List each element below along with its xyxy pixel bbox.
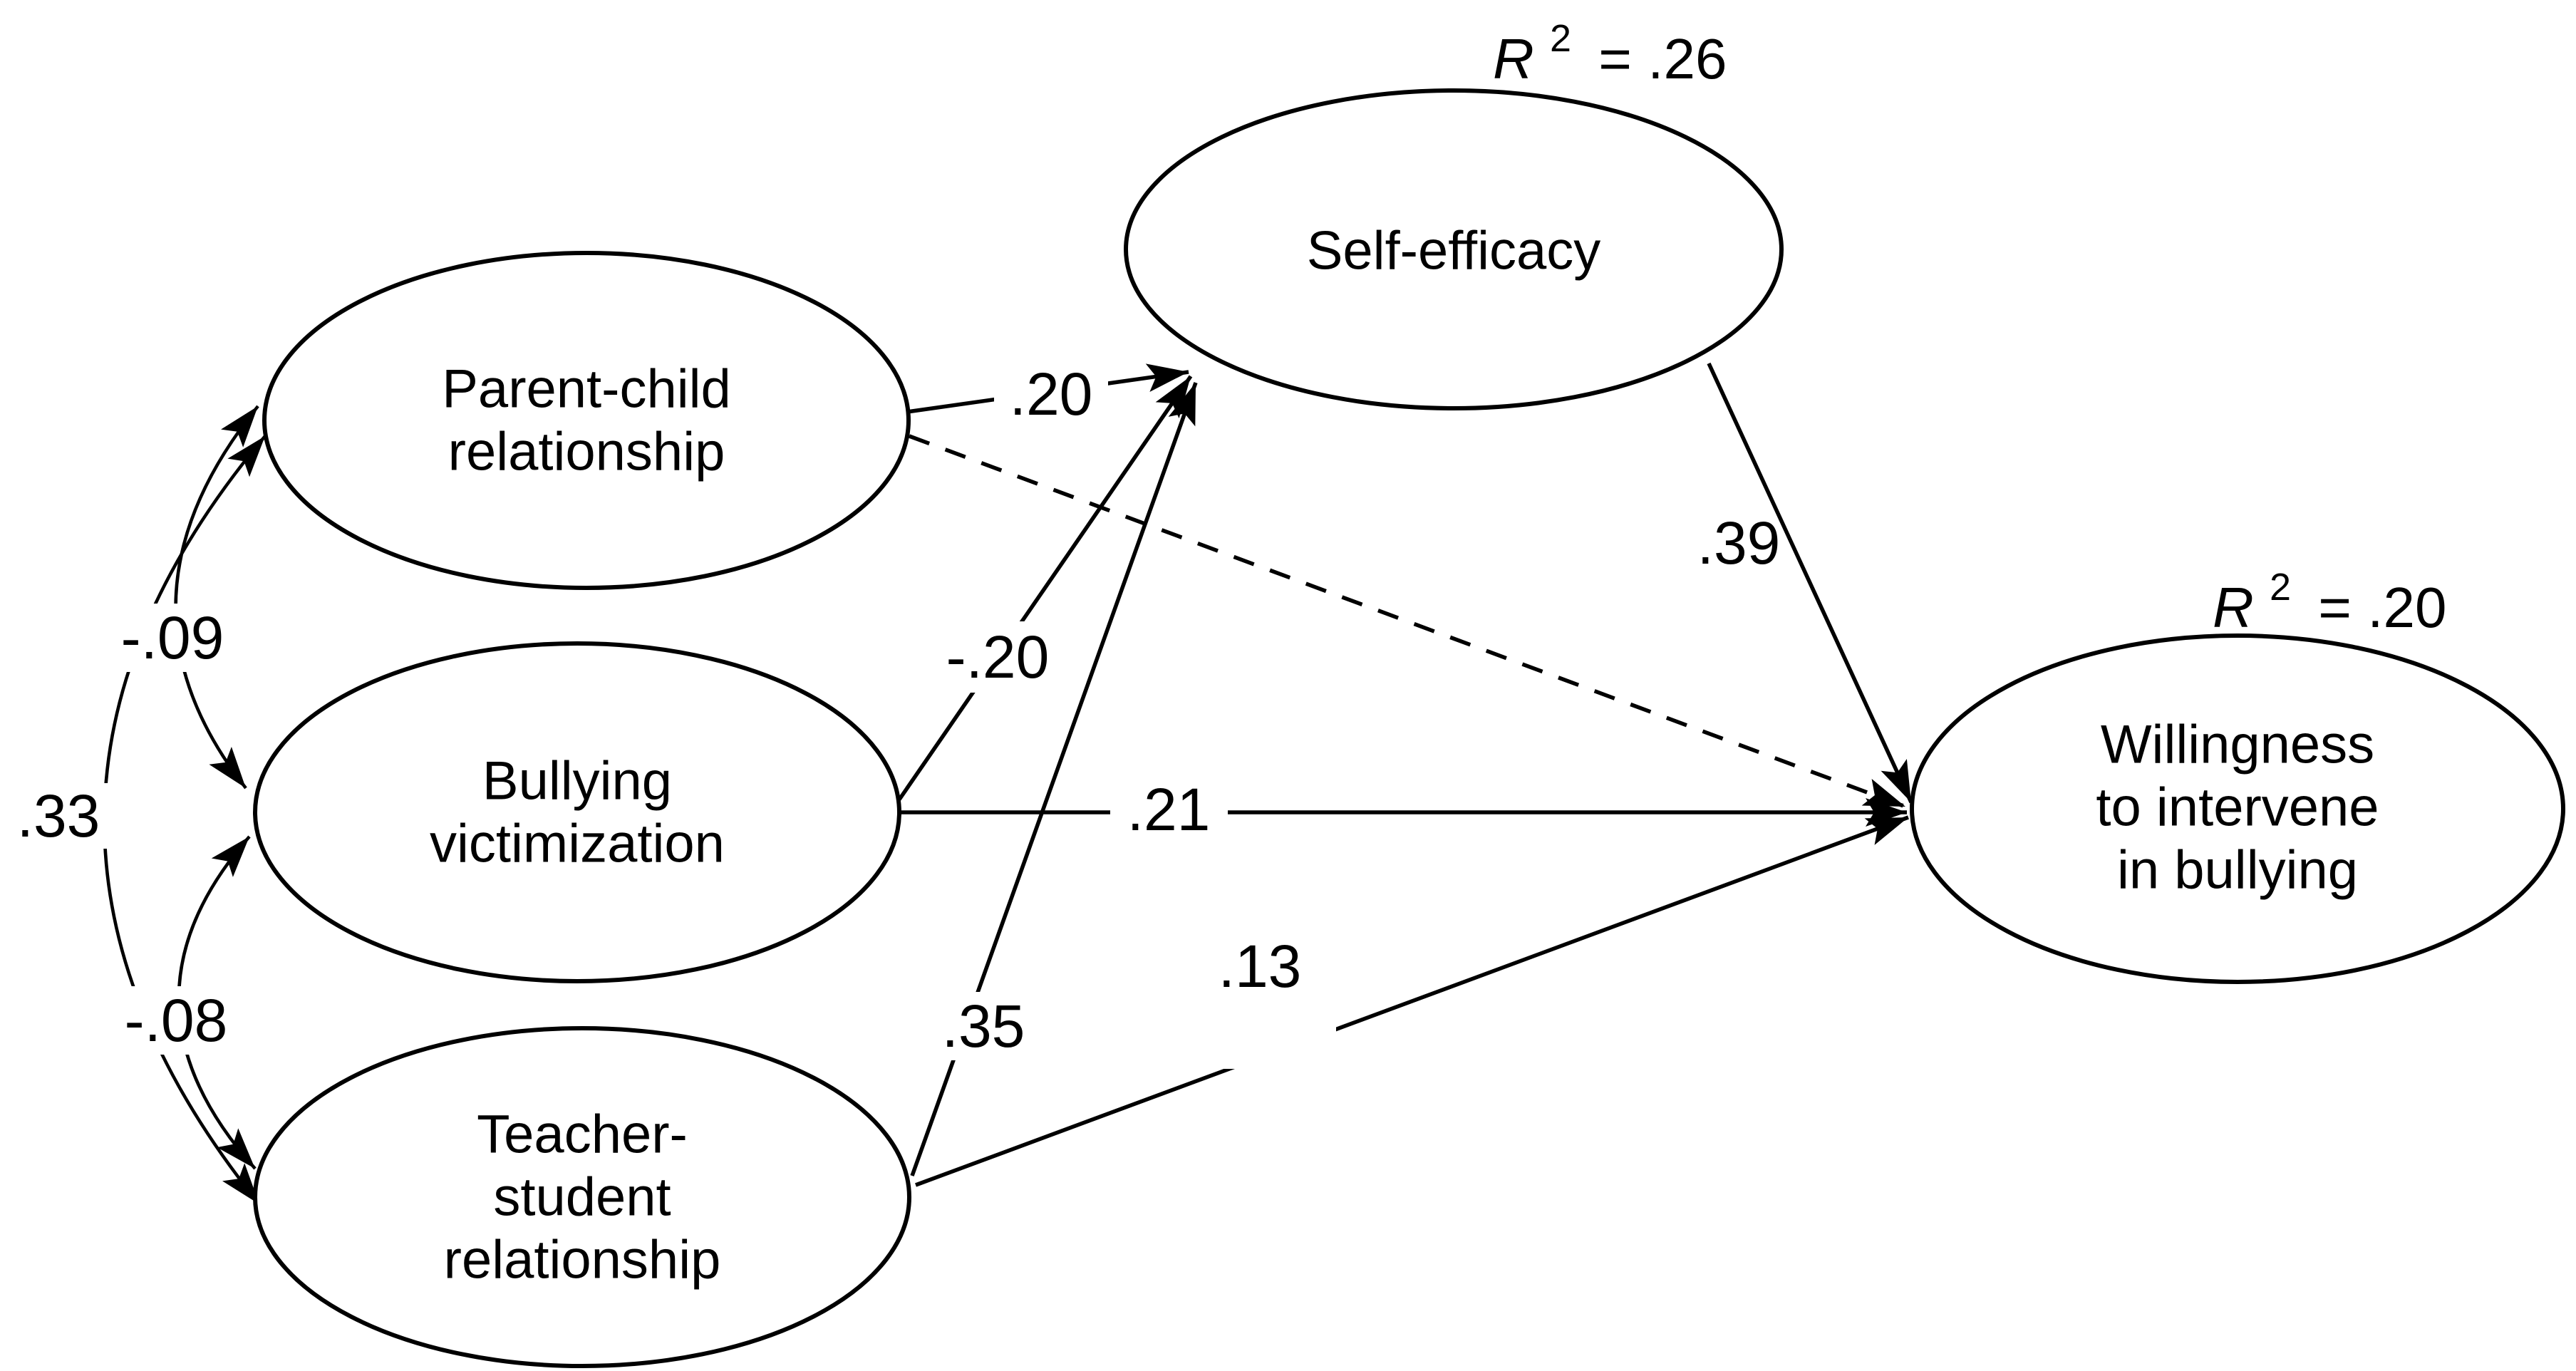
halo-coef-20: [994, 361, 1108, 427]
bullying-label-line1: Bullying: [482, 751, 672, 812]
willingness-label-line1: Willingness: [2101, 715, 2374, 775]
cov-label-parent-child-bullying: -.09: [121, 604, 224, 671]
coef-self-efficacy-willingness: .39: [1697, 509, 1781, 576]
teacher-student-label-line1: Teacher-: [477, 1104, 688, 1165]
coef-parent-child-self-efficacy: .20: [1010, 361, 1093, 428]
node-teacher-student-ellipse: [253, 1026, 911, 1368]
r2-sup-wi: 2: [2270, 566, 2291, 609]
r2-value-wi: = .20: [2318, 576, 2446, 639]
r-squared-willingness: R 2 = .20: [2213, 556, 2446, 639]
halo-coef-21: [1110, 775, 1228, 844]
path-teacher-student-to-willingness: [915, 815, 1909, 1187]
halo-coef-13: [1186, 926, 1336, 1069]
path-bullying-to-self-efficacy: [897, 375, 1193, 801]
halo-cov-33: [7, 783, 110, 849]
parent-child-label-line1: Parent-child: [442, 359, 731, 420]
teacher-student-label-line2: student: [493, 1167, 671, 1228]
parent-child-label-line2: relationship: [448, 422, 725, 482]
coef-bullying-willingness: .21: [1127, 776, 1211, 843]
r2-sup-se: 2: [1550, 17, 1571, 60]
r2-symbol-wi: R: [2213, 576, 2254, 639]
self-efficacy-label: Self-efficacy: [1307, 221, 1601, 281]
halo-cov-neg09: [103, 604, 242, 672]
bullying-label-line2: victimization: [430, 814, 725, 874]
node-parent-child-ellipse: [262, 251, 911, 590]
node-self-efficacy-ellipse: [1124, 88, 1784, 410]
node-willingness-ellipse: [1910, 633, 2565, 984]
cov-label-parent-child-teacher-student: .33: [17, 782, 100, 849]
halo-cov-neg08: [107, 986, 246, 1055]
coef-teacher-student-willingness: .13: [1219, 933, 1302, 1000]
willingness-label-line3: in bullying: [2117, 840, 2358, 901]
r2-symbol-se: R: [1493, 27, 1534, 90]
path-parent-child-to-willingness-dashed: [909, 434, 1906, 809]
node-bullying-victimization-ellipse: [253, 641, 901, 983]
willingness-label-line2: to intervene: [2096, 777, 2379, 838]
coef-bullying-self-efficacy: -.20: [946, 624, 1050, 690]
path-self-efficacy-to-willingness: [1707, 362, 1913, 804]
coef-teacher-student-self-efficacy: .35: [942, 993, 1025, 1060]
r-squared-self-efficacy: R 2 = .26: [1493, 7, 1727, 90]
teacher-student-label-line3: relationship: [444, 1230, 721, 1290]
r2-value-se: = .26: [1598, 27, 1727, 90]
halo-coef-35: [925, 992, 1043, 1060]
covariance-arc-parent-child-bullying: [174, 405, 259, 790]
cov-label-bullying-teacher-student: -.08: [125, 987, 228, 1054]
halo-coef-neg20: [930, 621, 1069, 693]
